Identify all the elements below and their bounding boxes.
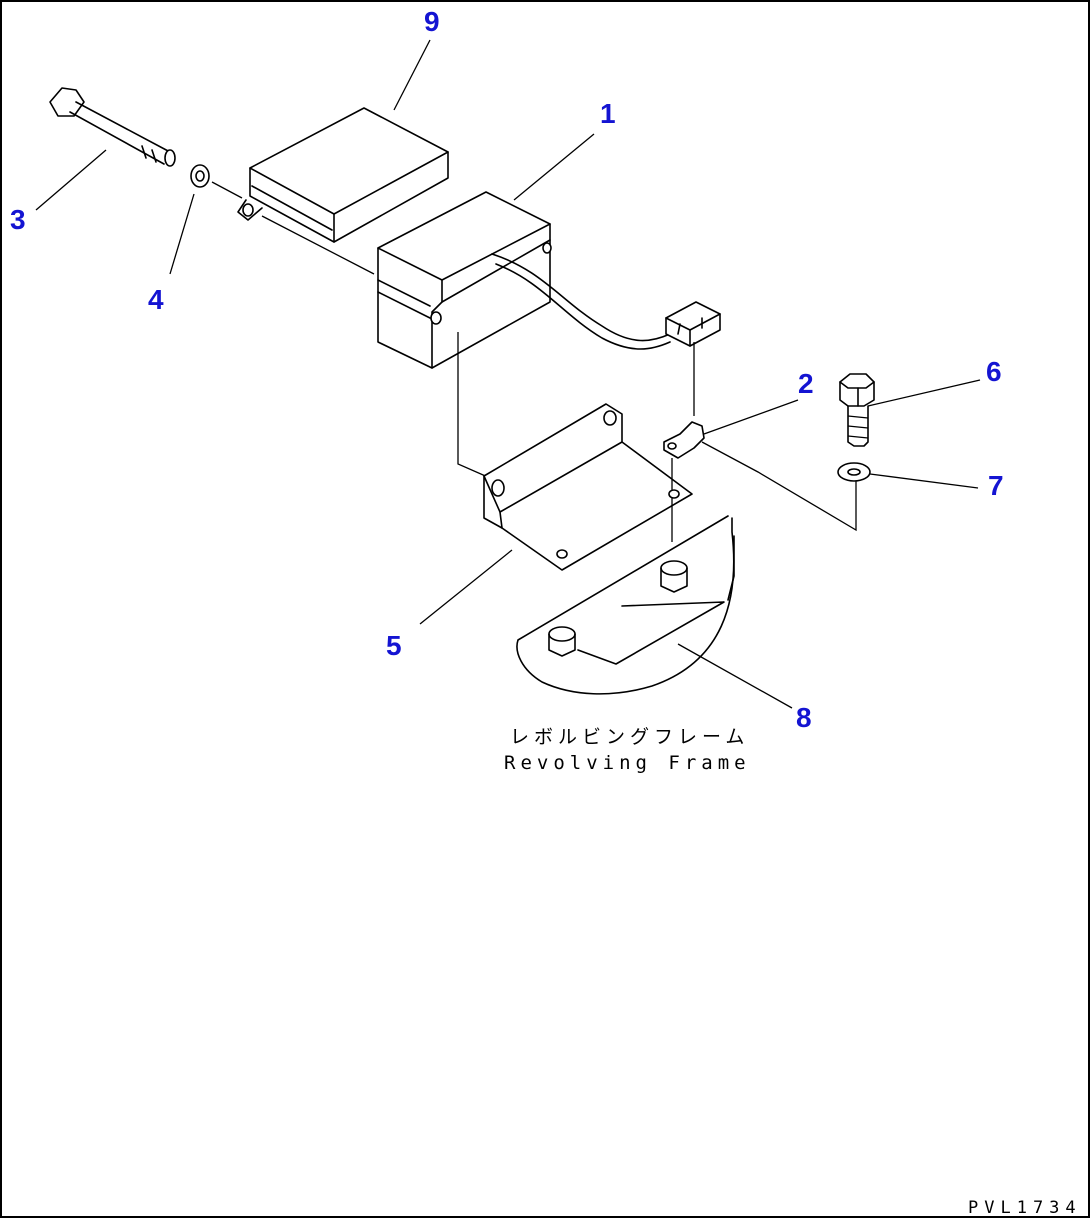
callout-8: 8: [796, 702, 812, 733]
drawing-code: PVL1734: [968, 1198, 1082, 1218]
callout-6: 6: [986, 356, 1002, 387]
leader-lines: [35, 39, 981, 709]
callout-2: 2: [798, 368, 814, 399]
callout-3: 3: [10, 204, 26, 235]
part-2-clamp: [663, 421, 857, 542]
callout-7: 7: [988, 470, 1004, 501]
frame-label-japanese: レボルビングフレーム: [510, 726, 750, 748]
callout-5: 5: [386, 630, 402, 661]
part-8-revolving-frame: [516, 515, 735, 695]
part-6-bolt: [839, 373, 875, 447]
callout-4: 4: [148, 284, 164, 315]
callout-9: 9: [424, 6, 440, 37]
part-7-washer: [837, 462, 871, 482]
part-3-bolt: [49, 87, 176, 167]
part-1-controller: [377, 191, 721, 369]
frame-label-english: Revolving Frame: [504, 752, 751, 774]
callout-1: 1: [600, 98, 616, 129]
part-9-cover: [237, 107, 449, 243]
part-5-bracket: [483, 403, 693, 571]
part-4-washer: [190, 164, 243, 199]
